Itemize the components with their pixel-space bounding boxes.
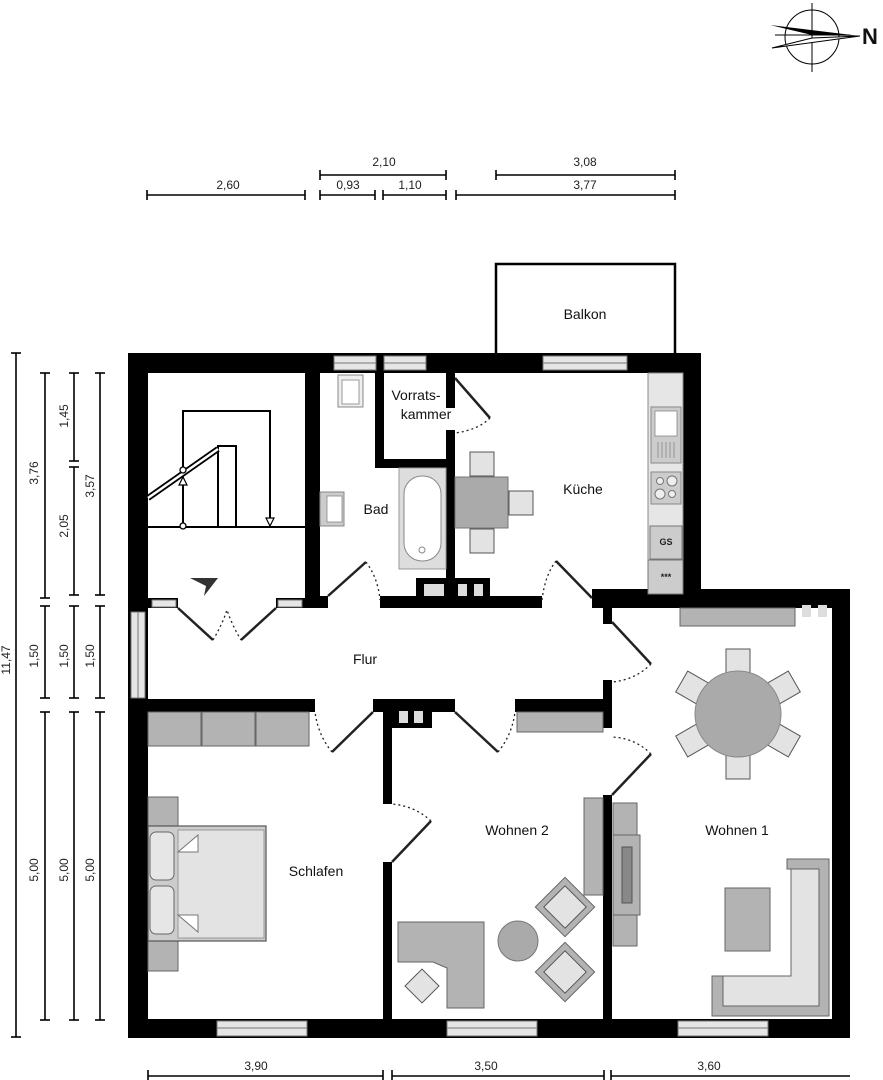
dim-left-3-57: 3,57 (83, 474, 97, 498)
dishwasher (649, 525, 683, 560)
dim-left-1-50-a: 1,50 (27, 644, 41, 668)
north-label: N (862, 24, 878, 49)
dim-bottom-3-60: 3,60 (697, 1059, 721, 1073)
dim-left-11-47: 11,47 (0, 645, 13, 675)
dim-top-0-93: 0,93 (336, 178, 360, 192)
doors (177, 377, 652, 863)
room-label-vorratskammer-2: kammer (400, 406, 452, 422)
dim-left-2-05: 2,05 (57, 514, 71, 538)
bathroom-fixtures (319, 374, 447, 570)
dim-top-2-60: 2,60 (216, 178, 240, 192)
dim-left-1-50-b: 1,50 (57, 644, 71, 668)
room-label-balkon: Balkon (563, 306, 607, 322)
top-dimensions (146, 170, 676, 200)
oven-label: *** (660, 572, 672, 582)
dim-left-1-50-c: 1,50 (83, 644, 97, 668)
dining-table (675, 607, 801, 780)
chimney-vents (399, 584, 827, 723)
hallway-wardrobe (679, 607, 796, 627)
dim-left-5-00-a: 5,00 (27, 858, 41, 882)
dim-left-5-00-b: 5,00 (57, 858, 71, 882)
room-label-wohnen2: Wohnen 2 (485, 822, 549, 838)
room-label-kueche: Küche (563, 481, 603, 497)
dim-bottom-3-90: 3,90 (244, 1059, 268, 1073)
dim-left-5-00-c: 5,00 (83, 858, 97, 882)
room-label-vorratskammer-1: Vorrats- (391, 387, 441, 403)
entrance-arrow-icon (190, 578, 218, 596)
bottom-dimensions (147, 1070, 850, 1080)
dishwasher-label: GS (659, 537, 673, 547)
kitchen-fixtures (454, 372, 684, 595)
dim-left-1-45: 1,45 (57, 404, 71, 428)
living-room-furniture (612, 802, 830, 1017)
staircase (146, 410, 305, 596)
study-furniture (397, 711, 604, 1009)
dim-left-3-76: 3,76 (27, 461, 41, 485)
balcony (494, 262, 677, 358)
left-dimensions (11, 352, 105, 1038)
windows (130, 355, 769, 1037)
dim-bottom-3-50: 3,50 (474, 1059, 498, 1073)
dim-top-3-08: 3,08 (573, 155, 597, 169)
room-label-wohnen1: Wohnen 1 (705, 822, 769, 838)
dim-top-1-10: 1,10 (398, 178, 422, 192)
room-label-bad: Bad (363, 501, 389, 517)
bedroom-furniture (147, 711, 310, 972)
dim-top-2-10: 2,10 (372, 155, 396, 169)
room-label-flur: Flur (352, 651, 378, 667)
room-label-schlafen: Schlafen (288, 863, 344, 879)
dim-top-3-77: 3,77 (573, 178, 597, 192)
north-arrow-icon (770, 3, 861, 72)
oven (647, 559, 684, 595)
